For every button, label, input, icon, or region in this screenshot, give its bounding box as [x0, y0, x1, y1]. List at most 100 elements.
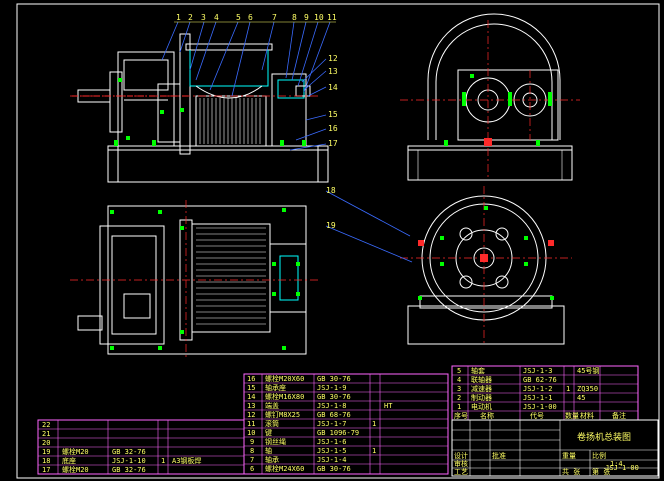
bom-mid-table: 16 15 14 13 12 11 10 9 8 7 6 螺栓M20X60 轴承…: [243, 373, 449, 475]
bom-no-20: 20: [42, 439, 50, 447]
part-label-18: 18: [326, 186, 336, 195]
bom-note-18: A3钢板焊: [172, 456, 201, 465]
title-block: 设计 审核 工艺 批准 重量 比例 共 张 第 张 1:4 卷扬机总装图 JSJ…: [451, 419, 659, 477]
part-label-6: 6: [248, 13, 253, 22]
bom-code-9: JSJ-1-6: [317, 438, 347, 446]
bom-code-18: JSJ-1-10: [112, 457, 146, 465]
bom-header-material: 材料: [580, 411, 594, 420]
bom-name-14: 螺栓M16X80: [265, 392, 304, 401]
part-label-19: 19: [326, 221, 336, 230]
bom-no-6: 6: [250, 465, 254, 473]
bom-no-15: 15: [247, 384, 255, 392]
title-field-sheet-no: 第 张: [592, 467, 610, 476]
bom-code-1: JSJ-1-00: [523, 403, 557, 411]
part-label-7: 7: [272, 13, 277, 22]
part-label-16: 16: [328, 124, 338, 133]
title-field-scale: 比例: [592, 451, 606, 460]
part-label-9: 9: [304, 13, 309, 22]
bom-no-10: 10: [247, 429, 255, 437]
drawing-frame: [16, 3, 660, 479]
bom-note-13: HT: [384, 402, 393, 410]
bom-name-16: 螺栓M20X60: [265, 374, 304, 383]
bom-no-13: 13: [247, 402, 255, 410]
bom-code-11: JSJ-1-7: [317, 420, 347, 428]
part-label-13: 13: [328, 67, 338, 76]
bom-right-table: 5 4 3 2 1 轴套 联轴器 减速器 制动器 电动机 JSJ-1-3 GB …: [451, 365, 639, 421]
bom-code-10: GB 1096-79: [317, 429, 359, 437]
title-label-review: 审核: [454, 459, 468, 468]
part-label-3: 3: [201, 13, 206, 22]
bom-name-2: 制动器: [471, 393, 492, 402]
bom-name-5: 轴套: [471, 366, 485, 375]
part-label-12: 12: [328, 54, 338, 63]
bom-name-19: 螺栓M20: [62, 447, 89, 456]
bom-header-name: 名称: [480, 411, 494, 420]
part-number-leaders: 1 2 3 4 5 6 7 8 9 10 11 12 13 14 15 16 1…: [161, 13, 338, 151]
bom-name-15: 轴承座: [265, 383, 286, 392]
bom-code-3: JSJ-1-2: [523, 385, 553, 393]
bom-no-16: 16: [247, 375, 255, 383]
bom-no-11: 11: [247, 420, 255, 428]
bom-no-12: 12: [247, 411, 255, 419]
bom-code-6: GB 30-76: [317, 465, 351, 473]
bom-code-2: JSJ-1-1: [523, 394, 553, 402]
title-field-sheets: 共 张: [562, 467, 580, 476]
part-label-10: 10: [314, 13, 324, 22]
bom-no-7: 7: [250, 456, 254, 464]
part-label-5: 5: [236, 13, 241, 22]
bom-name-10: 键: [265, 428, 272, 437]
section-view: [400, 186, 572, 345]
bom-no-9: 9: [250, 438, 254, 446]
bom-header-note: 备注: [612, 411, 626, 420]
title-label-design: 设计: [454, 451, 468, 460]
bom-note-5: 45号钢: [577, 366, 599, 375]
part-label-1: 1: [176, 13, 181, 22]
bom-no-8: 8: [250, 447, 254, 455]
bom-no-17: 17: [42, 466, 50, 474]
bom-code-7: JSJ-1-4: [317, 456, 347, 464]
part-label-17: 17: [328, 139, 338, 148]
bom-code-15: JSJ-1-9: [317, 384, 347, 392]
bom-no-14: 14: [247, 393, 255, 401]
title-label-approve: 批准: [492, 451, 506, 460]
bom-code-19: GB 32-76: [112, 448, 146, 456]
bom-no-3: 3: [457, 385, 461, 393]
top-view: [70, 200, 318, 360]
part-label-2: 2: [188, 13, 193, 22]
bom-name-17: 螺栓M20: [62, 465, 89, 474]
bom-code-5: JSJ-1-3: [523, 367, 553, 375]
bom-no-19: 19: [42, 448, 50, 456]
bom-code-14: GB 30-76: [317, 393, 351, 401]
bom-no-4: 4: [457, 376, 461, 384]
bom-header-qty: 数量: [565, 411, 579, 420]
bom-name-8: 轴: [265, 446, 272, 455]
bom-name-12: 螺钉M8X25: [265, 410, 300, 419]
bom-no-22: 22: [42, 421, 50, 429]
bom-code-17: GB 32-76: [112, 466, 146, 474]
bom-name-4: 联轴器: [471, 375, 492, 384]
side-view: [400, 13, 580, 181]
bom-note-3: ZQ350: [577, 385, 598, 393]
bom-no-1: 1: [457, 403, 461, 411]
bom-qty-8: 1: [372, 447, 376, 455]
bom-code-13: JSJ-1-8: [317, 402, 347, 410]
bom-name-9: 钢丝绳: [265, 437, 286, 446]
bom-no-21: 21: [42, 430, 50, 438]
scale-value: 1:4: [610, 460, 623, 468]
bom-header-code: 代号: [530, 411, 544, 420]
bom-code-8: JSJ-1-5: [317, 447, 347, 455]
part-label-4: 4: [214, 13, 219, 22]
part-label-11: 11: [327, 13, 337, 22]
bom-qty-11: 1: [372, 420, 376, 428]
bom-qty-3: 1: [566, 385, 570, 393]
bom-code-12: GB 68-76: [317, 411, 351, 419]
bom-name-13: 端盖: [265, 401, 279, 410]
bom-note-2: 45: [577, 394, 585, 402]
part-label-14: 14: [328, 83, 338, 92]
part-label-15: 15: [328, 110, 338, 119]
bom-code-4: GB 62-76: [523, 376, 557, 384]
drawing-title: 卷扬机总装图: [577, 431, 631, 443]
bom-qty-18: 1: [161, 457, 165, 465]
part-number-leaders-lower: 18 19: [325, 186, 413, 263]
